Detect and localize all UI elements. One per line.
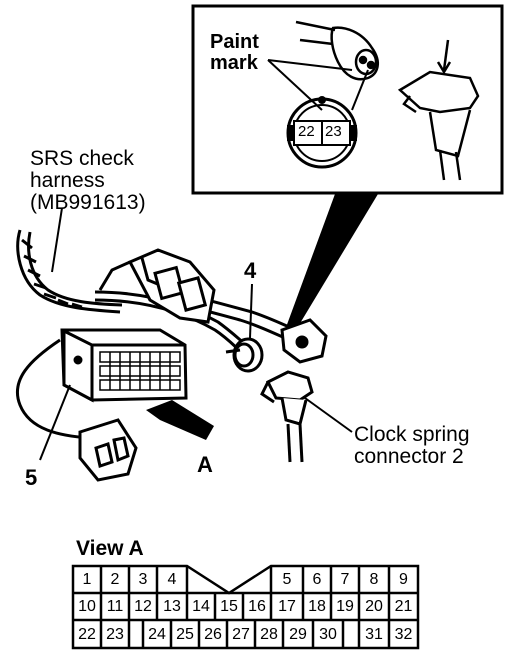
view-a-connector-face [71,564,420,650]
srs-check-harness-label: SRS check harness (MB991613) [30,147,146,214]
pin-cell: 10 [78,598,96,615]
pin-cell: 14 [192,598,210,615]
inset-pin-22: 22 [298,123,315,140]
pin-cell: 18 [308,598,326,615]
pin-cell: 6 [312,571,322,588]
pin-cell: 12 [134,598,152,615]
callout-5: 5 [25,465,38,490]
view-a-pin-grid: 1 2 3 4 5 6 7 8 9 10 11 12 13 14 15 16 1… [73,566,418,649]
pin-cell: 24 [148,626,166,643]
pin-cell: 32 [394,626,413,643]
pin-cell: 15 [220,598,238,615]
srs-harness-leader [51,207,63,273]
pin-cell: 29 [289,626,307,643]
pin-cell: 23 [106,626,124,643]
callout-a: A [197,452,213,477]
pin-cell: 9 [399,571,408,588]
pin-cell: 7 [340,571,350,588]
pin-cell: 25 [176,626,194,643]
callout-wedge [285,194,378,330]
view-a-title: View A [76,537,144,560]
pin-cell: 1 [82,571,92,588]
pin-cell: 19 [336,598,354,615]
harness-coil [16,229,123,314]
paint-mark-label: Paint mark [210,32,259,74]
pin-cell: 4 [167,571,177,588]
lower-small-plug [78,418,138,482]
pin-cell: 17 [278,598,296,615]
upper-harness-connector [98,248,216,324]
callout-4: 4 [244,258,257,283]
srs-label-line-2: harness [30,169,105,192]
pin-cell: 21 [394,598,413,615]
inset-round-connector [286,96,358,169]
pin-cell: 26 [204,626,222,643]
srs-label-line-1: SRS check [30,147,134,170]
connector-4 [225,337,264,373]
pin-cell: 22 [78,626,96,643]
pin-cell: 11 [106,598,124,615]
clock-spring-leader [304,397,353,433]
clock-spring-line-1: Clock spring [354,423,470,446]
paint-mark-line-1: Paint [210,31,259,53]
callout-5-leader [39,384,71,461]
pin-cell: 28 [260,626,278,643]
inset-pin-23: 23 [325,123,342,140]
pin-cell: 20 [365,598,383,615]
lower-wire [15,338,91,440]
paint-mark-arrows [267,59,369,111]
pin-cell: 8 [369,571,379,588]
pin-cell: 5 [282,571,292,588]
connector-right-plug [280,318,328,364]
pin-cell: 27 [232,626,250,643]
clock-spring-connector [260,370,314,463]
srs-label-line-3: (MB991613) [30,191,146,214]
pin-cell: 31 [365,626,383,643]
callout-4-leader [249,283,253,339]
pin-cell: 16 [248,598,266,615]
clock-spring-line-2: connector 2 [354,445,464,468]
pin-cell: 30 [319,626,337,643]
pin-cell: 3 [138,571,148,588]
pin-cell: 2 [110,571,120,588]
clock-spring-label: Clock spring connector 2 [354,423,470,468]
pin-cell: 13 [163,598,181,615]
inset-side-connector [397,39,480,181]
main-32pin-connector [60,328,188,403]
paint-mark-line-2: mark [210,52,258,74]
detail-inset-frame [191,4,504,195]
view-a-arrow [146,400,214,440]
inset-plug-top [295,20,380,81]
